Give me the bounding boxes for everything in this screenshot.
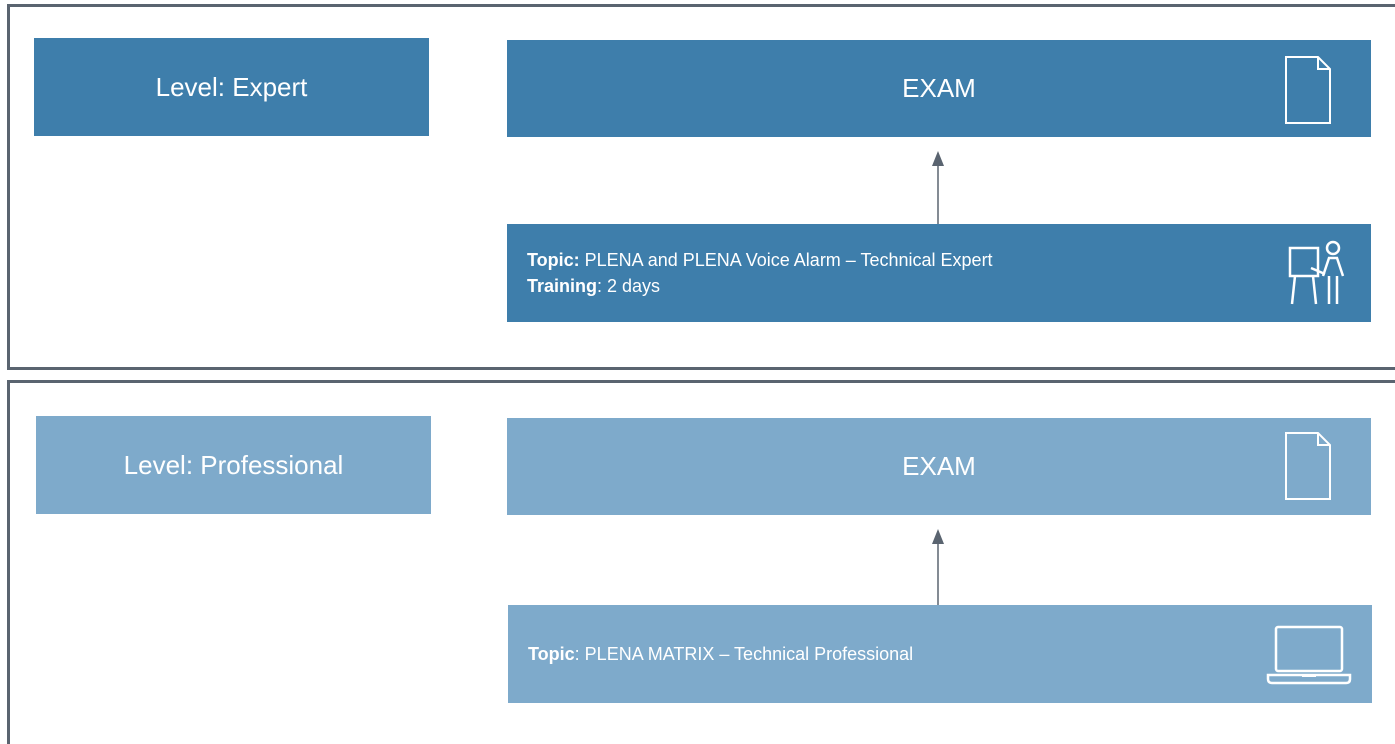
document-icon: [1285, 432, 1331, 500]
expert-progression-arrow: [932, 151, 944, 225]
expert-level-box: Level: Expert: [34, 38, 429, 136]
professional-topic-line: Topic: PLENA MATRIX – Technical Professi…: [528, 641, 1372, 667]
document-icon: [1285, 56, 1331, 124]
professional-topic-box: Topic: PLENA MATRIX – Technical Professi…: [508, 605, 1372, 703]
expert-topic-box: Topic: PLENA and PLENA Voice Alarm – Tec…: [507, 224, 1371, 322]
expert-topic-line: Topic: PLENA and PLENA Voice Alarm – Tec…: [527, 247, 1371, 273]
professional-level-label: Level: Professional: [123, 449, 344, 480]
presenter-icon: [1288, 240, 1345, 305]
expert-topic-value: PLENA and PLENA Voice Alarm – Technical …: [579, 250, 993, 270]
expert-topic-key: Topic:: [527, 250, 580, 270]
professional-level-box: Level: Professional: [36, 416, 431, 514]
expert-training-value: : 2 days: [597, 276, 661, 296]
expert-exam-box: EXAM: [507, 40, 1371, 137]
professional-exam-label: EXAM: [902, 451, 976, 481]
professional-topic-value: : PLENA MATRIX – Technical Professional: [574, 644, 914, 664]
professional-topic-key: Topic: [528, 644, 575, 664]
professional-progression-arrow: [932, 529, 944, 605]
professional-exam-box: EXAM: [507, 418, 1371, 515]
laptop-icon: [1266, 625, 1352, 685]
expert-level-label: Level: Expert: [155, 71, 308, 102]
expert-training-line: Training: 2 days: [527, 273, 1371, 299]
expert-exam-label: EXAM: [902, 73, 976, 103]
expert-training-key: Training: [527, 276, 598, 296]
